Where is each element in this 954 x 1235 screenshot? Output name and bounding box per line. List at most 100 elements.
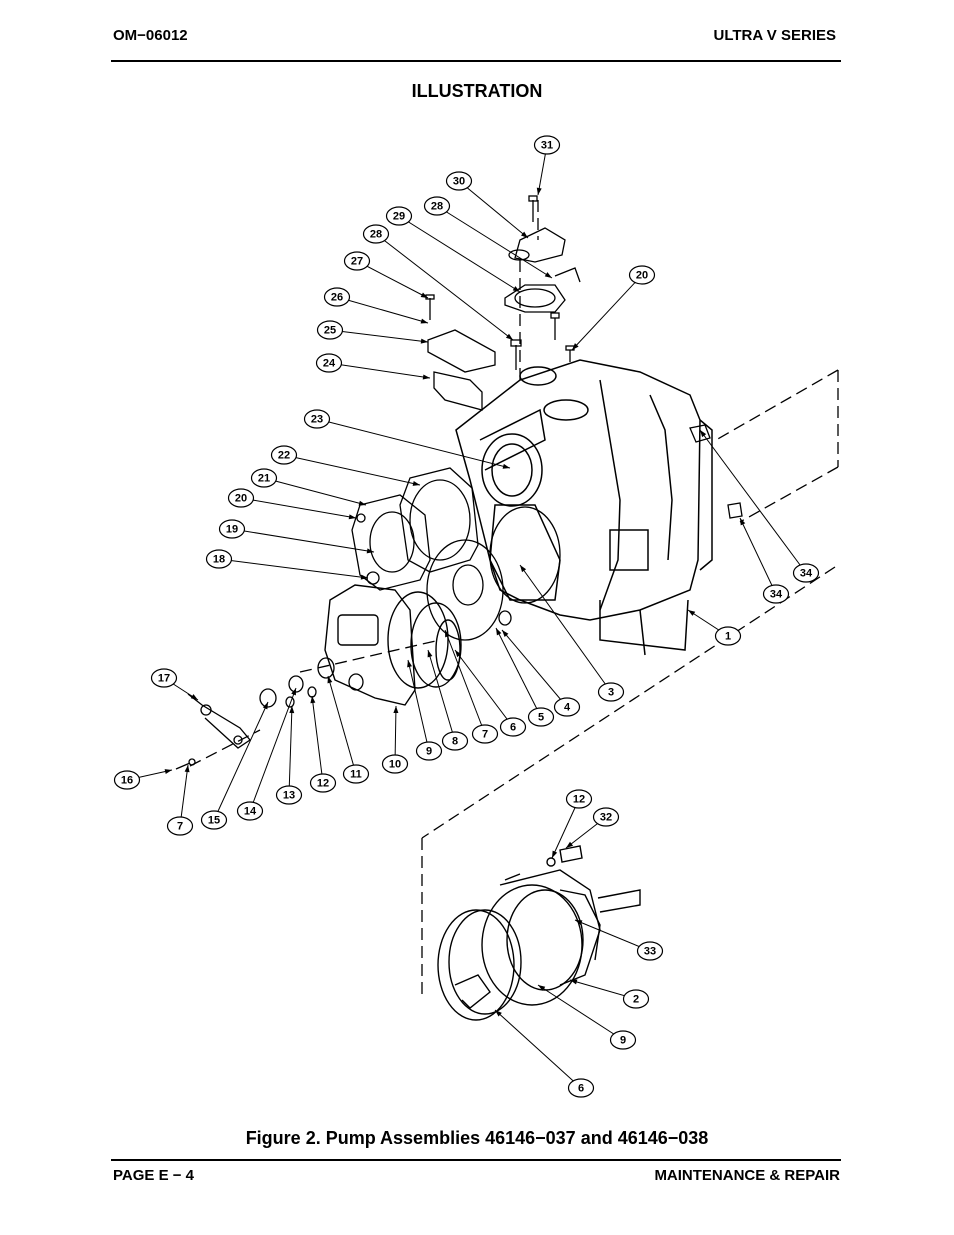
figure-caption: Figure 2. Pump Assemblies 46146−037 and … bbox=[245, 1128, 709, 1148]
section-title: ILLUSTRATION bbox=[411, 81, 543, 101]
callout-number: 20 bbox=[636, 270, 648, 282]
callout-bubble bbox=[150, 668, 178, 688]
leader-arrowhead bbox=[570, 979, 578, 985]
leader-arrowhead bbox=[184, 765, 190, 773]
callout-number: 19 bbox=[226, 524, 238, 536]
callout-bubble bbox=[385, 206, 413, 226]
leader-line bbox=[249, 687, 297, 812]
callout-bubble bbox=[499, 717, 527, 737]
leader-line bbox=[311, 695, 324, 784]
callout-number: 27 bbox=[351, 256, 363, 268]
callout-number: 32 bbox=[600, 812, 612, 824]
leader-arrowhead bbox=[502, 630, 509, 637]
callout-bubble bbox=[166, 816, 194, 836]
callout-bubble bbox=[303, 409, 331, 429]
callout-bubble bbox=[315, 353, 343, 373]
cleanout-hardware bbox=[175, 513, 512, 770]
callout-number: 17 bbox=[158, 673, 170, 685]
leader-line bbox=[283, 454, 421, 486]
callout-number: 31 bbox=[541, 140, 553, 152]
leader-arrowhead bbox=[366, 548, 374, 554]
callout-bubble bbox=[323, 287, 351, 307]
callout-number: 16 bbox=[121, 775, 133, 787]
leader-line bbox=[240, 497, 357, 519]
leader-arrowhead bbox=[427, 650, 433, 658]
callout-number: 7 bbox=[177, 821, 183, 833]
leader-line bbox=[288, 705, 293, 796]
callout-number: 26 bbox=[331, 292, 343, 304]
callout-number: 22 bbox=[278, 450, 290, 462]
leader-arrowhead bbox=[164, 769, 172, 774]
callout-number: 28 bbox=[370, 229, 382, 241]
callout-bubble bbox=[471, 724, 499, 744]
callout-bubble bbox=[236, 801, 264, 821]
callout-number: 8 bbox=[452, 736, 458, 748]
leader-arrowhead bbox=[407, 660, 413, 668]
callout-number: 29 bbox=[393, 211, 405, 223]
leader-arrowhead bbox=[538, 985, 546, 991]
leader-line bbox=[501, 629, 568, 708]
leader-line bbox=[551, 798, 580, 859]
leader-arrowhead bbox=[291, 688, 296, 696]
leader-arrowhead bbox=[445, 630, 450, 638]
leader-arrowhead bbox=[420, 338, 428, 344]
callout-number: 11 bbox=[350, 769, 362, 781]
callout-bubble bbox=[445, 171, 473, 191]
callout-bubble bbox=[636, 941, 664, 961]
callout-number: 9 bbox=[620, 1035, 626, 1047]
document-number: OM−06012 bbox=[113, 27, 188, 44]
leader-arrowhead bbox=[420, 292, 428, 298]
leader-line bbox=[571, 274, 643, 351]
callout-bubble bbox=[362, 224, 390, 244]
leader-arrowhead bbox=[420, 318, 428, 324]
leader-arrowhead bbox=[412, 481, 420, 486]
leader-arrowhead bbox=[552, 850, 558, 858]
callout-bubble bbox=[714, 626, 742, 646]
callout-number: 7 bbox=[482, 729, 488, 741]
callout-number: 28 bbox=[431, 201, 443, 213]
leader-line bbox=[458, 180, 529, 239]
callout-bubble bbox=[592, 807, 620, 827]
leader-line bbox=[537, 984, 624, 1041]
callout-bubble bbox=[762, 584, 790, 604]
leader-line bbox=[427, 649, 456, 742]
pump-casing bbox=[455, 359, 713, 656]
header-rule bbox=[111, 60, 841, 62]
leader-line bbox=[356, 260, 429, 299]
flange-gaskets bbox=[351, 467, 561, 641]
callout-bubble bbox=[205, 549, 233, 569]
callout-bubble bbox=[250, 468, 278, 488]
callout-number: 15 bbox=[208, 815, 220, 827]
leader-arrowhead bbox=[520, 565, 527, 573]
leader-arrowhead bbox=[521, 231, 528, 238]
leader-line bbox=[327, 675, 357, 775]
callout-bubble bbox=[423, 196, 451, 216]
leader-line bbox=[739, 517, 777, 595]
leader-arrowhead bbox=[327, 676, 333, 684]
leader-arrowhead bbox=[455, 650, 462, 658]
callout-bubble bbox=[316, 320, 344, 340]
callout-number: 18 bbox=[213, 554, 225, 566]
callout-number: 12 bbox=[317, 778, 329, 790]
callout-number: 9 bbox=[426, 746, 432, 758]
callout-number: 24 bbox=[323, 358, 336, 370]
leader-line bbox=[444, 629, 486, 735]
callout-bubble bbox=[609, 1030, 637, 1050]
leader-arrowhead bbox=[512, 286, 520, 292]
rotating-assembly bbox=[437, 845, 641, 1021]
leader-arrowhead bbox=[700, 430, 707, 438]
leader-line bbox=[394, 705, 397, 765]
callout-number: 5 bbox=[538, 712, 544, 724]
leader-line bbox=[213, 701, 269, 821]
leader-arrowhead bbox=[422, 374, 430, 380]
leader-line bbox=[218, 558, 369, 579]
footer-rule bbox=[111, 1159, 841, 1161]
leader-line bbox=[436, 205, 553, 279]
callout-bubble bbox=[275, 785, 303, 805]
callout-bubble bbox=[415, 741, 443, 761]
leader-lines bbox=[126, 144, 807, 1089]
leader-line bbox=[329, 329, 429, 343]
callout-bubble bbox=[565, 789, 593, 809]
callout-bubble bbox=[533, 135, 561, 155]
